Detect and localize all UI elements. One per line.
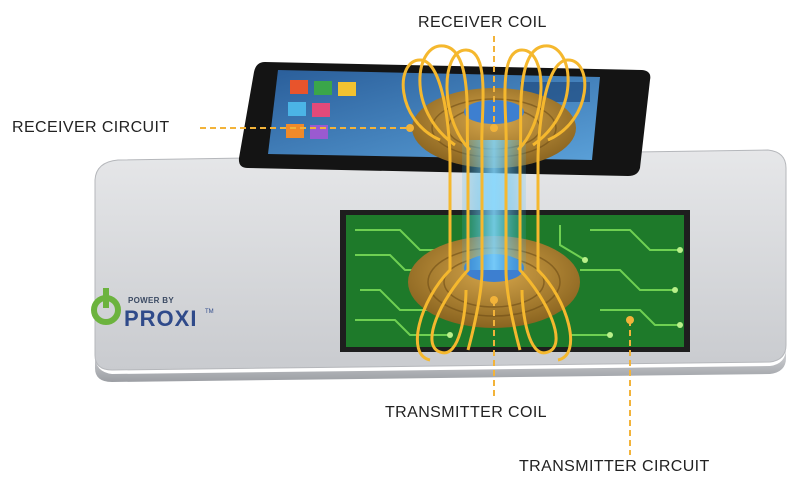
receiver-circuit-label: RECEIVER CIRCUIT xyxy=(12,119,170,136)
transmitter-coil-label: TRANSMITTER COIL xyxy=(385,404,547,421)
receiver-coil-label: RECEIVER COIL xyxy=(418,14,547,31)
logo-brand: PROXI xyxy=(124,306,198,331)
leader-dots xyxy=(406,124,634,324)
logo-trademark: TM xyxy=(205,309,214,315)
logo-power-by: POWER BY xyxy=(128,296,174,305)
magnetic-field-lines xyxy=(401,44,587,362)
leader-lines xyxy=(200,36,631,455)
energy-beam xyxy=(462,140,526,270)
power-symbol-icon xyxy=(91,288,121,325)
transmitter-circuit-label: TRANSMITTER CIRCUIT xyxy=(519,458,710,475)
